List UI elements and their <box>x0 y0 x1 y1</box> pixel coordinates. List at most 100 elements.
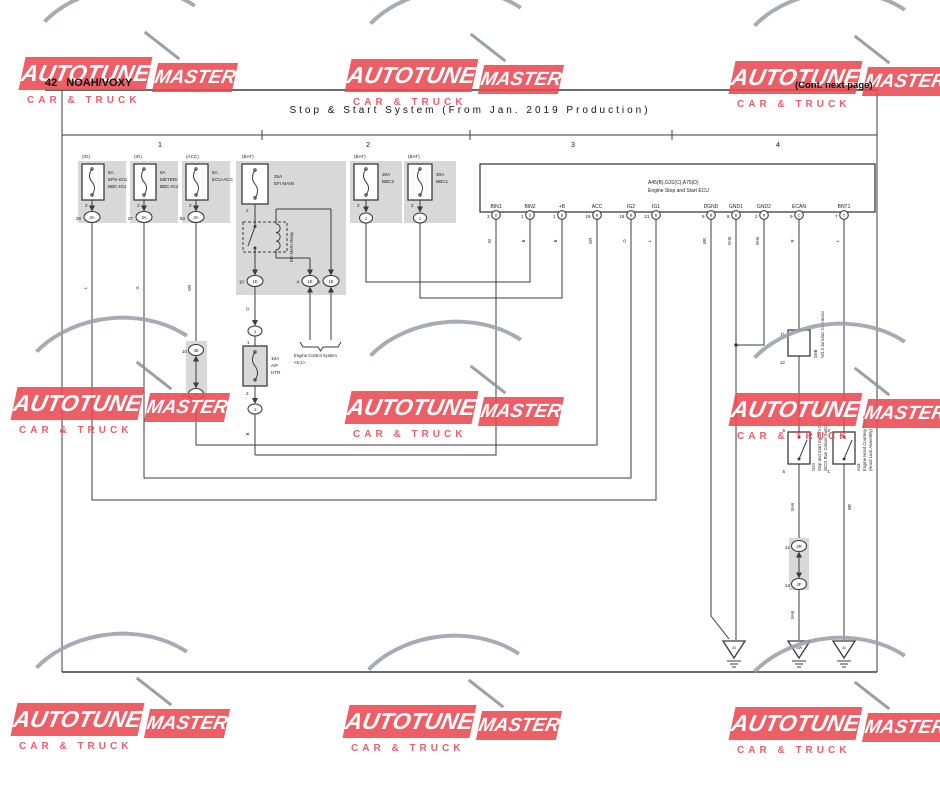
diagram-title: Stop & Start System (From Jan. 2019 Prod… <box>289 105 651 116</box>
pin-circle <box>651 210 661 220</box>
fuse-symbol <box>133 163 157 201</box>
pin-label: IG1 <box>652 204 660 210</box>
fuse-tag: (IG) <box>82 154 90 159</box>
fuse-rating: 25A <box>274 174 283 179</box>
pin-number: 2 <box>246 208 249 213</box>
ground-code: AI <box>842 646 846 650</box>
wire-color-label: W-B <box>790 611 795 619</box>
wire-color-label: W <box>487 239 492 243</box>
pin-connector-letter: B <box>561 214 564 218</box>
model-name: NOAH/VOXY <box>66 77 133 89</box>
wire-color-label: GR <box>187 285 192 291</box>
connector-number: 28 <box>76 216 82 221</box>
ecu-pin-plusb: +B 1 B B <box>553 204 567 242</box>
ecu-name: Engine Stop and Start ECU <box>648 188 709 194</box>
pin-label: BNT1 <box>838 204 851 210</box>
pin-number: 8 <box>727 214 730 219</box>
fuse-tag: (IG) <box>134 154 142 159</box>
wire-color-label: L <box>647 239 652 242</box>
fuse-tag: (BAT) <box>354 154 366 159</box>
pin-label: DGND <box>704 204 719 210</box>
connector-number: 10 <box>182 349 188 354</box>
ground-symbol-left: AI <box>721 640 747 668</box>
ecu-pin-bin1: BIN1 3 D W <box>487 204 502 243</box>
ground-symbol-middle: GW <box>786 640 812 668</box>
pin-circle <box>592 210 602 220</box>
pin-label: +B <box>559 204 566 210</box>
component-name: NO.3 Junction Connector <box>820 310 825 358</box>
wire-color-label: O <box>622 239 627 243</box>
pin-number: 2 <box>827 428 830 433</box>
relay-outline <box>242 221 288 253</box>
pin-connector-letter: D <box>495 214 498 218</box>
component-name: Stop and Start System Cancel Switch <box>817 401 822 471</box>
pin-label: IG2 <box>627 204 635 210</box>
relay-coil <box>275 223 281 251</box>
fuse-name: BBC1 <box>436 179 448 184</box>
pin-circle <box>525 210 535 220</box>
connector-number: 11 <box>182 393 187 398</box>
wiring-routes: L G GR W-B W-B BR <box>83 219 852 640</box>
fuse-symbol <box>185 163 209 201</box>
component-alt-name: (Hood Lock Assembly) <box>868 429 873 471</box>
pin-circle <box>759 210 769 220</box>
continuation-note: (Cont. next page) <box>795 80 873 91</box>
pin-number: 2 <box>755 214 758 219</box>
junction-connector-g8b: 11 12 G8B NO.3 Junction Connector <box>780 310 825 365</box>
connector-code: 3A <box>141 215 146 220</box>
pin-number: 2 <box>189 203 192 208</box>
pin-connector-letter: B <box>735 214 738 218</box>
pin-number: 1 <box>553 214 556 219</box>
pin-circle <box>706 210 716 220</box>
ground-code: AI <box>732 646 736 650</box>
engine-control-system-link: Engine Control System <5-1> <box>294 286 342 365</box>
pin-number: 1 <box>827 469 830 474</box>
connector-number: 12 <box>785 583 791 588</box>
ecu-pin-ecan: ECAN 9 C R <box>790 204 806 243</box>
connector-code: 1 <box>254 407 257 412</box>
connector-number: 53 <box>180 216 186 221</box>
pin-label: GND1 <box>729 204 743 210</box>
ecu-pin-ig2: IG2 18 B O <box>619 204 636 243</box>
pin-number: 6 <box>702 214 705 219</box>
component-code: G24 <box>811 462 816 471</box>
connector-code: 1 <box>365 216 368 221</box>
fuse-tag: (ACC) <box>186 154 199 159</box>
wire-color-label: W-B <box>755 237 760 245</box>
ecs-ref: <5-1> <box>294 360 305 365</box>
wire-color-label: B <box>553 239 558 242</box>
ecs-label: Engine Control System <box>294 353 337 358</box>
wire-color-label: W-B <box>790 503 795 511</box>
ecu-pin-bnt1: BNT1 7 C L <box>835 204 851 242</box>
pin-circle <box>557 210 567 220</box>
ecu-pin-gnd1: GND1 8 B W-B <box>727 204 743 245</box>
pin-label: BIN2 <box>524 204 535 210</box>
switch-g24: 6 5 G24 Stop and Start System Cancel Swi… <box>782 401 828 474</box>
pin-number: 7 <box>835 214 838 219</box>
fuse-symbol <box>81 163 105 201</box>
wire-color-label: L <box>83 286 88 289</box>
fuse-rating: 5A <box>160 170 167 175</box>
pin-connector-letter: B <box>596 214 599 218</box>
connector-code: 3A <box>193 215 198 220</box>
column-number: 1 <box>158 140 162 149</box>
fuse-block-meter: (IG) 5A METER/ BBC-IG2 2 3A 27 <box>128 154 179 224</box>
relay-name: EFI MAIN Relay <box>289 231 294 262</box>
component-code: A18 <box>856 463 861 471</box>
af-htr-fuse-block: O 1 1 10A A/F HTR 2 1 B <box>242 286 281 455</box>
ecu-pin-acc: ACC 19 B GR <box>585 204 602 244</box>
pin-connector-letter: B <box>655 214 658 218</box>
connector-code: 4R <box>796 544 801 549</box>
wire-color-label: B <box>245 432 250 435</box>
mid-junction-connector: 4E 10 4E 11 <box>182 341 207 401</box>
pin-number: 3 <box>487 214 490 219</box>
fuse-rating: 10A <box>271 356 280 361</box>
connector-code: 1E <box>328 279 333 284</box>
page-number: 42 <box>45 77 58 89</box>
pin-circle <box>491 210 501 220</box>
efi-main-relay-block: (BAT) 25A EFI MAIN 2 EFI MAIN Relay <box>236 154 346 295</box>
pin-number: 9 <box>790 214 793 219</box>
pin-number: 21 <box>644 214 650 219</box>
pin-number: 5 <box>782 469 785 474</box>
